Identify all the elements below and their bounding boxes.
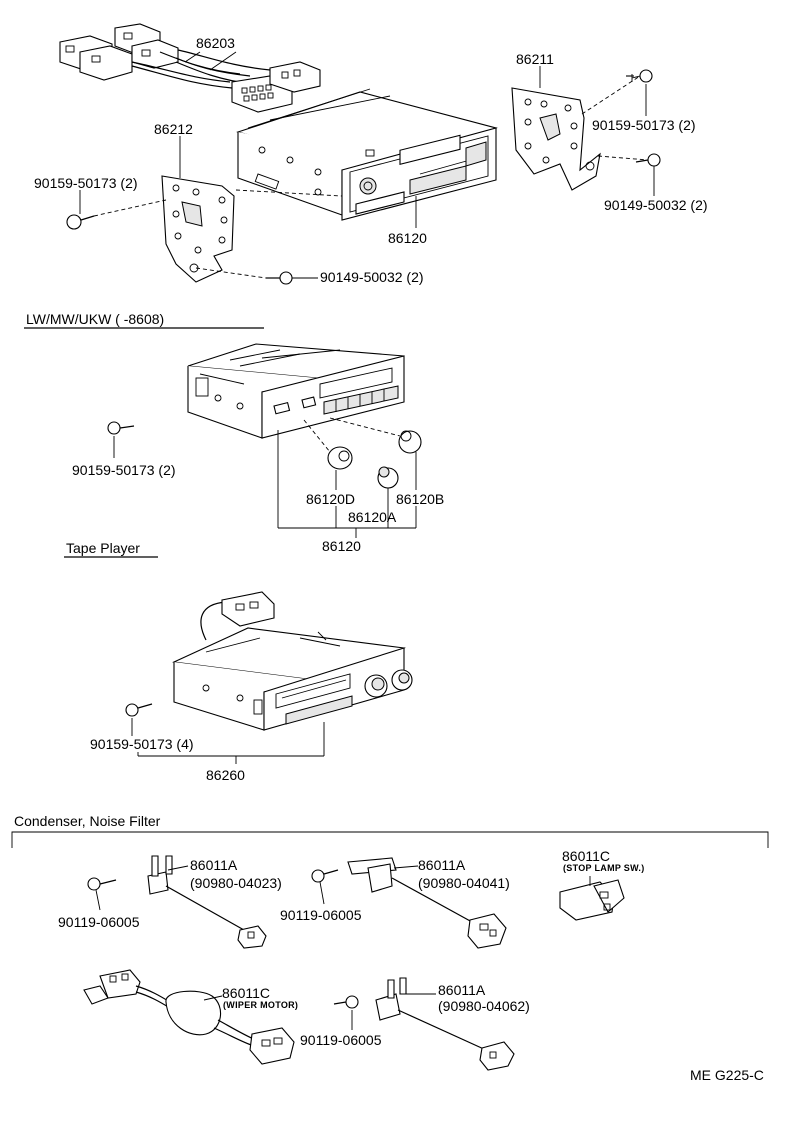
radio-unit-86120-mid bbox=[187, 343, 405, 439]
section-title-tape-player: Tape Player bbox=[66, 540, 140, 556]
label-86212: 86212 bbox=[154, 121, 193, 137]
label-bolt-tape: 90159-50173 (4) bbox=[90, 736, 194, 752]
reference-code: ME G225-C bbox=[690, 1067, 764, 1083]
knob-86120A bbox=[377, 466, 399, 489]
bracket-86211 bbox=[511, 87, 601, 191]
filter-86011C-wiper-motor bbox=[83, 969, 295, 1065]
label-filter1-bolt: 90119-06005 bbox=[58, 914, 140, 930]
bracket-86212 bbox=[161, 175, 235, 283]
label-bolt-top-right: 90159-50173 (2) bbox=[592, 117, 696, 133]
label-86120-top: 86120 bbox=[388, 230, 427, 246]
bolt-top-left bbox=[66, 214, 95, 230]
bolt-filter-2 bbox=[311, 869, 339, 905]
tape-player-86260 bbox=[172, 591, 413, 731]
section-title-lw-mw-ukw: LW/MW/UKW ( -8608) bbox=[26, 311, 164, 327]
label-bolt-mid: 90159-50173 (2) bbox=[72, 462, 176, 478]
knob-86120D bbox=[327, 446, 353, 470]
label-86120A: 86120A bbox=[348, 509, 397, 525]
label-filter1-num: (90980-04023) bbox=[190, 875, 282, 891]
label-filter4-part: 86011C bbox=[222, 985, 270, 1001]
filter-86011C-stop-lamp bbox=[559, 876, 625, 921]
label-filter2-num: (90980-04041) bbox=[418, 875, 510, 891]
label-filter2-bolt: 90119-06005 bbox=[280, 907, 362, 923]
filter-86011A-04062 bbox=[375, 977, 515, 1071]
label-86120B: 86120B bbox=[396, 491, 444, 507]
label-screw-top-right: 90149-50032 (2) bbox=[604, 197, 708, 213]
label-86260: 86260 bbox=[206, 767, 245, 783]
label-86120D: 86120D bbox=[306, 491, 355, 507]
label-86203: 86203 bbox=[196, 35, 235, 51]
bolt-top-right bbox=[626, 69, 653, 83]
knob-86120B bbox=[398, 430, 422, 454]
label-86120-mid: 86120 bbox=[322, 538, 361, 554]
label-filter5-num: (90980-04062) bbox=[438, 998, 530, 1014]
label-filter3-note: (STOP LAMP SW.) bbox=[563, 863, 645, 873]
label-filter3-part: 86011C bbox=[562, 848, 610, 864]
filter-86011A-04023 bbox=[147, 855, 267, 949]
label-filter2-part: 86011A bbox=[418, 857, 466, 873]
radio-unit-86120-top bbox=[236, 88, 498, 221]
bolt-filter-1 bbox=[87, 877, 117, 911]
screw-bottom-left bbox=[266, 271, 293, 285]
bolt-filter-5 bbox=[333, 995, 359, 1030]
filter-86011A-04041 bbox=[347, 857, 507, 949]
section-title-condenser: Condenser, Noise Filter bbox=[14, 813, 161, 829]
label-filter5-part: 86011A bbox=[438, 982, 486, 998]
bolt-tape bbox=[125, 703, 153, 736]
label-filter1-part: 86011A bbox=[190, 857, 238, 873]
label-filter4-note: (WIPER MOTOR) bbox=[223, 1000, 298, 1010]
label-86211: 86211 bbox=[516, 51, 554, 67]
bolt-mid bbox=[107, 421, 135, 458]
label-screw-bottom-left: 90149-50032 (2) bbox=[320, 269, 424, 285]
wiring-harness-86203 bbox=[59, 23, 321, 113]
label-filter5-bolt: 90119-06005 bbox=[300, 1032, 382, 1048]
label-bolt-top-left: 90159-50173 (2) bbox=[34, 175, 138, 191]
